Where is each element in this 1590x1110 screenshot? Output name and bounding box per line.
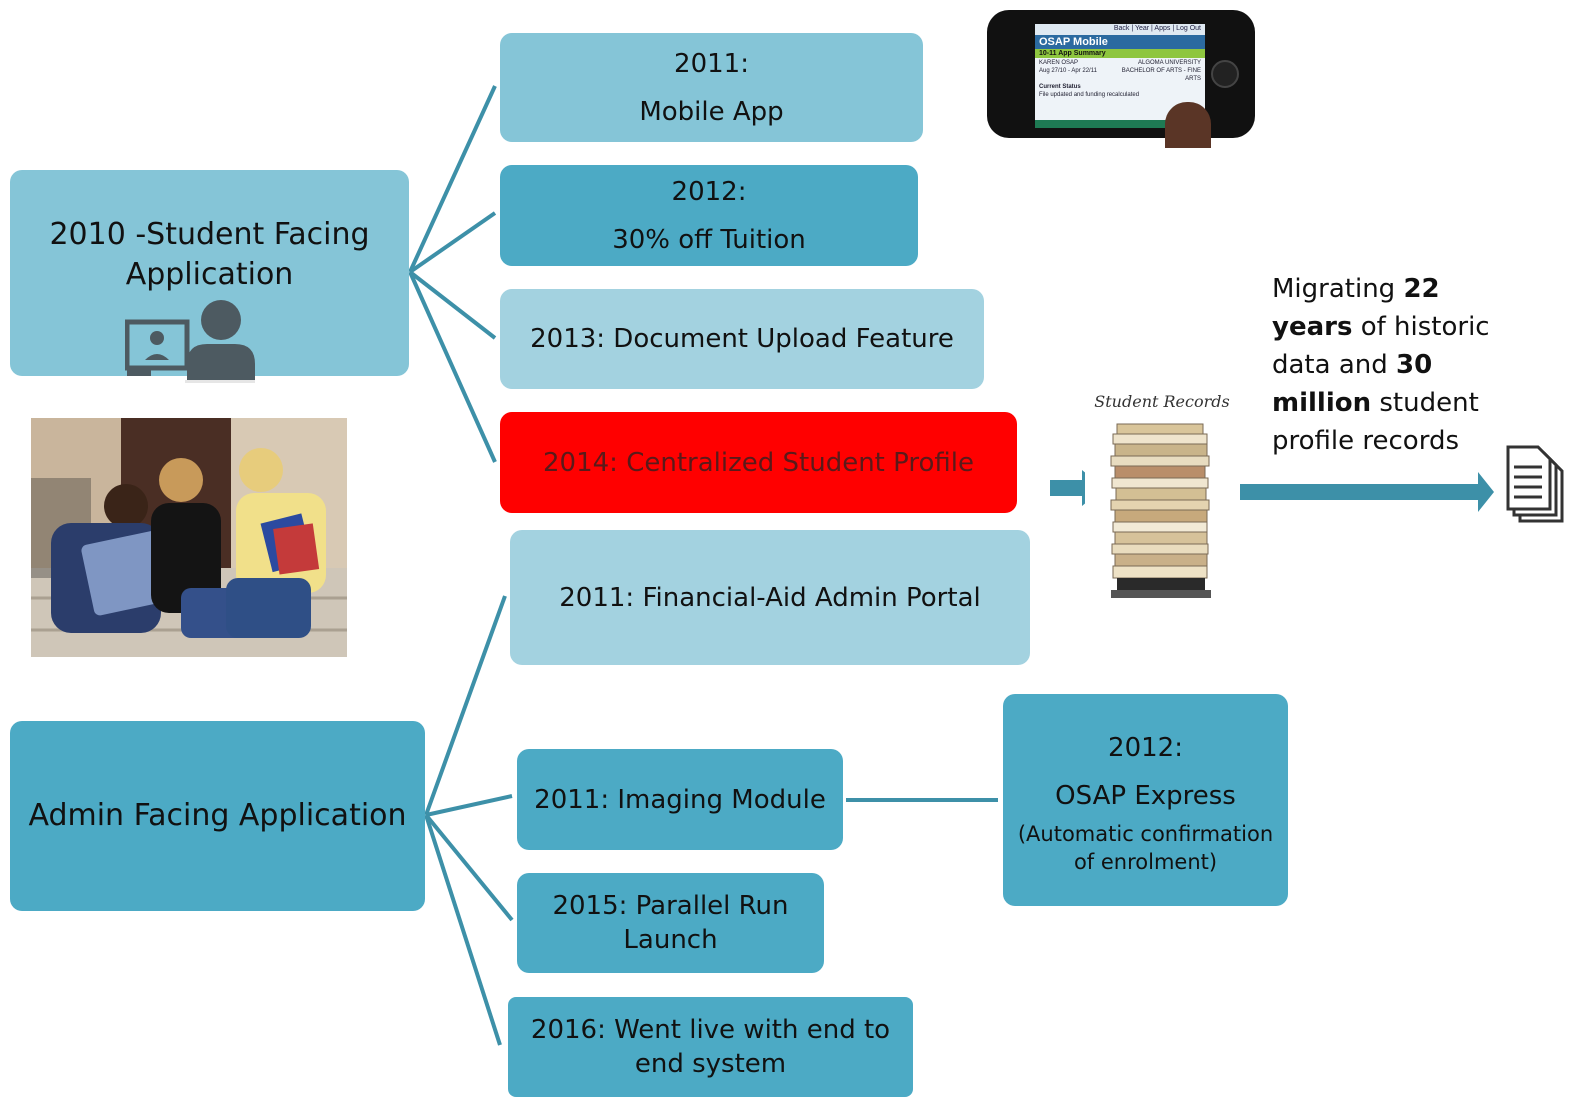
arrow-right-long xyxy=(1235,472,1494,512)
student-records-label: Student Records xyxy=(1094,392,1230,411)
student-facing-box: 2010 -Student Facing Application xyxy=(10,170,409,376)
connector-admin-imaging xyxy=(425,794,513,817)
upload-label: 2013: Document Upload Feature xyxy=(530,324,954,354)
tuition-label: 30% off Tuition xyxy=(612,224,806,255)
osap-express-year: 2012: xyxy=(1108,733,1183,763)
migration-million: 30 million xyxy=(1272,350,1433,418)
parallel-run-label: 2015: Parallel Run Launch xyxy=(552,891,789,955)
student-facing-label: 2010 -Student Facing Application xyxy=(49,217,370,292)
finger xyxy=(1165,102,1211,148)
phone-home-button xyxy=(1211,60,1239,88)
imaging-box: 2011: Imaging Module xyxy=(517,749,843,850)
migration-text-3: student profile records xyxy=(1272,388,1479,456)
connector-student-mobile xyxy=(408,85,497,273)
admin-portal-box: 2011: Financial-Aid Admin Portal xyxy=(510,530,1030,665)
connector-admin-live xyxy=(424,814,502,1046)
went-live-label: 2016: Went live with end to end system xyxy=(530,1015,891,1079)
osap-express-title: OSAP Express xyxy=(1055,781,1236,811)
admin-facing-box: Admin Facing Application xyxy=(10,721,425,911)
phone-name: KAREN OSAP xyxy=(1039,60,1079,66)
profile-box: 2014: Centralized Student Profile xyxy=(500,412,1017,513)
phone-nav: Back | Year | Apps | Log Out xyxy=(1035,24,1205,35)
admin-facing-label: Admin Facing Application xyxy=(28,798,407,833)
mobile-app-year: 2011: xyxy=(674,48,749,79)
paper-stack-icon xyxy=(1110,423,1211,598)
connector-student-profile xyxy=(408,271,497,463)
migration-note: Migrating 22 years of historic data and … xyxy=(1272,270,1502,460)
upload-box: 2013: Document Upload Feature xyxy=(500,289,984,389)
migration-text-1: Migrating xyxy=(1272,274,1404,304)
mobile-app-box: 2011: Mobile App xyxy=(500,33,923,142)
osap-express-box: 2012: OSAP Express (Automatic confirmati… xyxy=(1003,694,1288,906)
osap-express-detail: (Automatic confirmation of enrolment) xyxy=(1017,822,1274,874)
person-computer-icon xyxy=(125,300,255,383)
connector-student-upload xyxy=(408,270,497,340)
mobile-app-label: Mobile App xyxy=(639,96,784,127)
students-photo xyxy=(31,418,347,657)
documents-icon xyxy=(1506,445,1564,523)
phone-dates: Aug 27/10 - Apr 22/11 xyxy=(1039,68,1097,74)
phone-title: OSAP Mobile xyxy=(1035,35,1205,49)
parallel-run-box: 2015: Parallel Run Launch xyxy=(517,873,824,973)
admin-portal-label: 2011: Financial-Aid Admin Portal xyxy=(559,582,981,613)
students-photo-drawing xyxy=(31,418,347,657)
connector-student-tuition xyxy=(408,211,497,274)
went-live-box: 2016: Went live with end to end system xyxy=(508,997,913,1097)
migration-years: 22 years xyxy=(1272,274,1440,342)
phone-image: Back | Year | Apps | Log Out OSAP Mobile… xyxy=(987,10,1257,148)
tuition-box: 2012: 30% off Tuition xyxy=(500,165,918,266)
phone-school: ALGOMA UNIVERSITY xyxy=(1137,60,1201,66)
phone-status: File updated and funding recalculated xyxy=(1039,92,1140,98)
profile-label: 2014: Centralized Student Profile xyxy=(543,447,974,478)
connector-admin-parallel xyxy=(424,813,514,922)
phone-program: BACHELOR OF ARTS - FINE ARTS xyxy=(1121,68,1201,82)
tuition-year: 2012: xyxy=(671,176,747,207)
migration-text-2: of historic data and xyxy=(1272,312,1490,380)
phone-summary: 10-11 App Summary xyxy=(1035,49,1205,58)
connector-admin-portal xyxy=(424,595,507,816)
imaging-label: 2011: Imaging Module xyxy=(534,784,826,815)
student-records-image: Student Records xyxy=(1085,390,1240,608)
person-computer-icon xyxy=(130,170,260,260)
phone-status-label: Current Status xyxy=(1039,84,1081,90)
